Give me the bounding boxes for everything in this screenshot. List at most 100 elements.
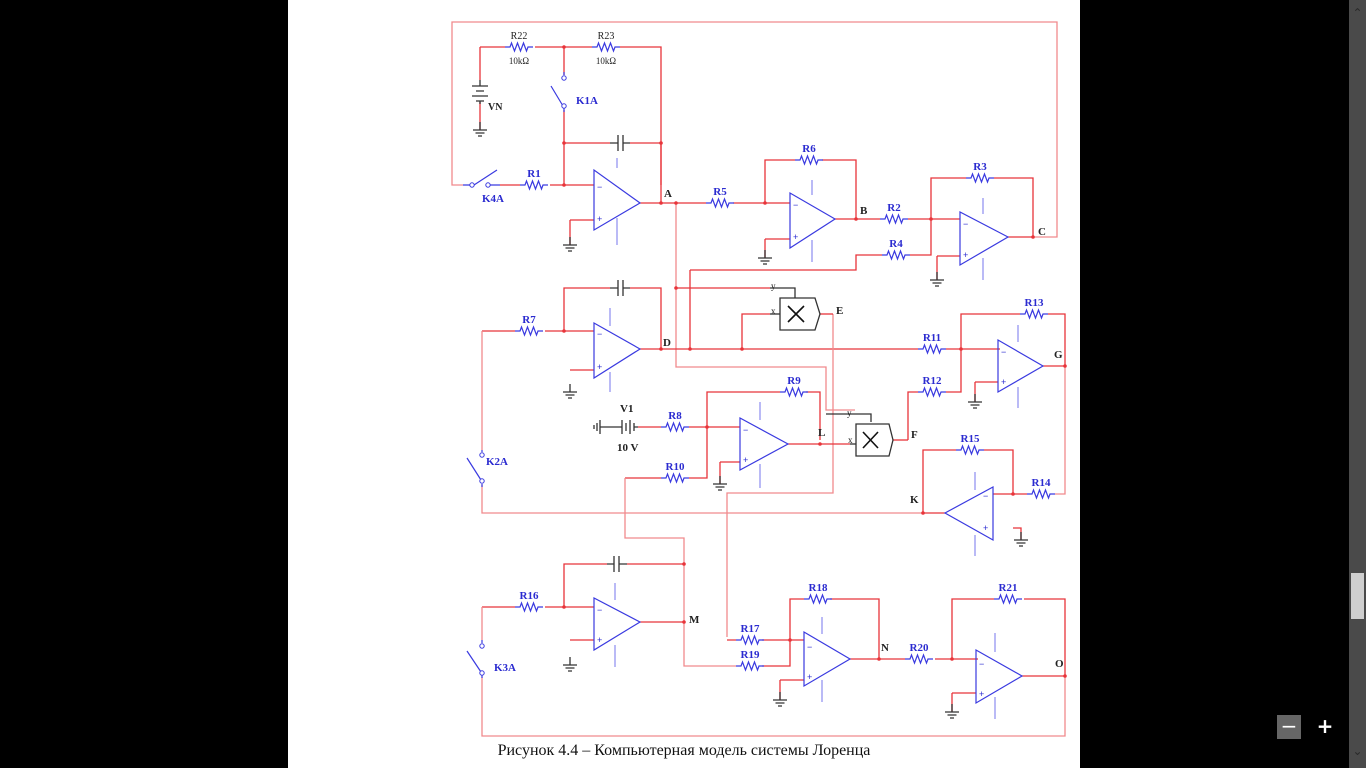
resistor-label: R10 — [666, 461, 685, 473]
switch-k4a[interactable] — [463, 169, 500, 188]
resistor-label: R4 — [889, 238, 903, 250]
node-label-l: L — [818, 427, 825, 439]
resistor-label: R3 — [973, 161, 987, 173]
ground-icon — [473, 122, 487, 137]
junction-dot — [788, 638, 792, 642]
switch-k2a[interactable] — [466, 450, 485, 487]
resistor-r17: R17 — [736, 623, 764, 646]
scrollbar-thumb[interactable] — [1351, 573, 1364, 619]
resistor-r21: R21 — [994, 582, 1022, 605]
node-label-g: G — [1054, 349, 1063, 361]
opamp-o — [975, 633, 1024, 719]
voltage-source-v1 — [618, 420, 638, 434]
resistor-r1: R1 — [520, 168, 548, 191]
ground-icon — [1014, 532, 1028, 547]
zoom-out-button[interactable]: − — [1277, 715, 1301, 739]
scroll-down-arrow-icon[interactable]: ⌄ — [1352, 744, 1363, 758]
node-label-f: F — [911, 429, 918, 441]
switch-k1a[interactable] — [550, 72, 567, 112]
resistor-r9: R9 — [780, 375, 808, 398]
resistor-r15: R15 — [956, 433, 984, 456]
junctions — [562, 45, 1067, 678]
junction-dot — [854, 217, 858, 221]
pin-plus: + — [743, 455, 748, 465]
resistor-label: R1 — [527, 168, 540, 180]
junction-dot — [659, 201, 663, 205]
pin-minus: − — [597, 605, 602, 615]
resistors: R2210kΩR2310kΩR1R5R6R2R3R4R7R8R9R10R11R1… — [505, 31, 1055, 672]
resistor-value: 10kΩ — [509, 56, 530, 66]
resistor-r16: R16 — [515, 590, 543, 613]
capacitor-d — [610, 280, 630, 296]
resistor-r4: R4 — [882, 238, 910, 261]
mult-f-y-label: y — [847, 408, 852, 418]
junction-dot — [818, 442, 822, 446]
pin-plus: + — [597, 362, 602, 372]
opamp-b — [789, 180, 837, 262]
pin-minus: − — [807, 642, 812, 652]
node-label-m: M — [689, 614, 700, 626]
resistor-label: R8 — [668, 410, 682, 422]
resistor-label: R20 — [910, 642, 929, 654]
vertical-scrollbar[interactable]: ⌃ ⌄ — [1349, 0, 1366, 768]
ground-icon — [758, 250, 772, 265]
resistor-label: R12 — [923, 375, 942, 387]
scroll-up-arrow-icon[interactable]: ⌃ — [1352, 6, 1363, 20]
resistor-r8: R8 — [661, 410, 689, 433]
junction-dot — [705, 425, 709, 429]
resistor-label: R18 — [809, 582, 828, 594]
label-k3a: K3A — [494, 662, 516, 674]
wires — [451, 21, 1066, 737]
node-label-k: K — [910, 494, 919, 506]
node-label-d: D — [663, 337, 671, 349]
resistor-r10: R10 — [661, 461, 689, 484]
junction-dot — [1063, 364, 1067, 368]
junction-dot — [562, 329, 566, 333]
node-label-o: O — [1055, 658, 1064, 670]
junction-dot — [674, 201, 678, 205]
junction-dot — [929, 217, 933, 221]
document-page: − + − + − + − + − + − + − + − + − + − + … — [288, 0, 1080, 768]
pin-minus: − — [1001, 347, 1006, 357]
capacitor-a — [610, 135, 630, 151]
opamp-c — [959, 198, 1010, 280]
resistor-r13: R13 — [1020, 297, 1048, 320]
node-label-e: E — [836, 305, 843, 317]
label-v1: V1 — [620, 403, 633, 415]
resistor-label: R16 — [520, 590, 539, 602]
zoom-in-button[interactable]: + — [1316, 714, 1334, 738]
resistor-r7: R7 — [515, 314, 543, 337]
junction-dot — [921, 511, 925, 515]
junction-dot — [562, 141, 566, 145]
ground-icon — [563, 384, 577, 399]
label-k2a: K2A — [486, 456, 508, 468]
junction-dot — [688, 347, 692, 351]
switch-k3a[interactable] — [466, 640, 485, 678]
resistor-r11: R11 — [918, 332, 946, 355]
resistor-r19: R19 — [736, 649, 764, 672]
resistor-label: R13 — [1025, 297, 1044, 309]
capacitors — [607, 135, 630, 572]
pin-plus: + — [983, 523, 988, 533]
node-label-b: B — [860, 205, 868, 217]
junction-dot — [740, 347, 744, 351]
node-label-a: A — [664, 188, 672, 200]
pin-minus: − — [979, 659, 984, 669]
resistor-label: R7 — [522, 314, 536, 326]
resistor-r6: R6 — [795, 143, 823, 166]
resistor-label: R21 — [999, 582, 1018, 594]
resistor-label: R23 — [598, 31, 615, 42]
ground-icon — [593, 420, 601, 434]
resistor-label: R19 — [741, 649, 760, 661]
opamp-pin-signs: − + − + − + − + − + − + − + − + − + − + — [597, 182, 1006, 699]
resistor-r12: R12 — [918, 375, 946, 398]
junction-dot — [682, 562, 686, 566]
ground-icon — [563, 237, 577, 252]
pin-minus: − — [793, 200, 798, 210]
junction-dot — [562, 605, 566, 609]
junction-dot — [562, 45, 566, 49]
opamp-l — [739, 402, 790, 488]
resistor-label: R17 — [741, 623, 760, 635]
component-labels: VN V1 10 V K1A K2A K3A K4A — [482, 95, 639, 674]
